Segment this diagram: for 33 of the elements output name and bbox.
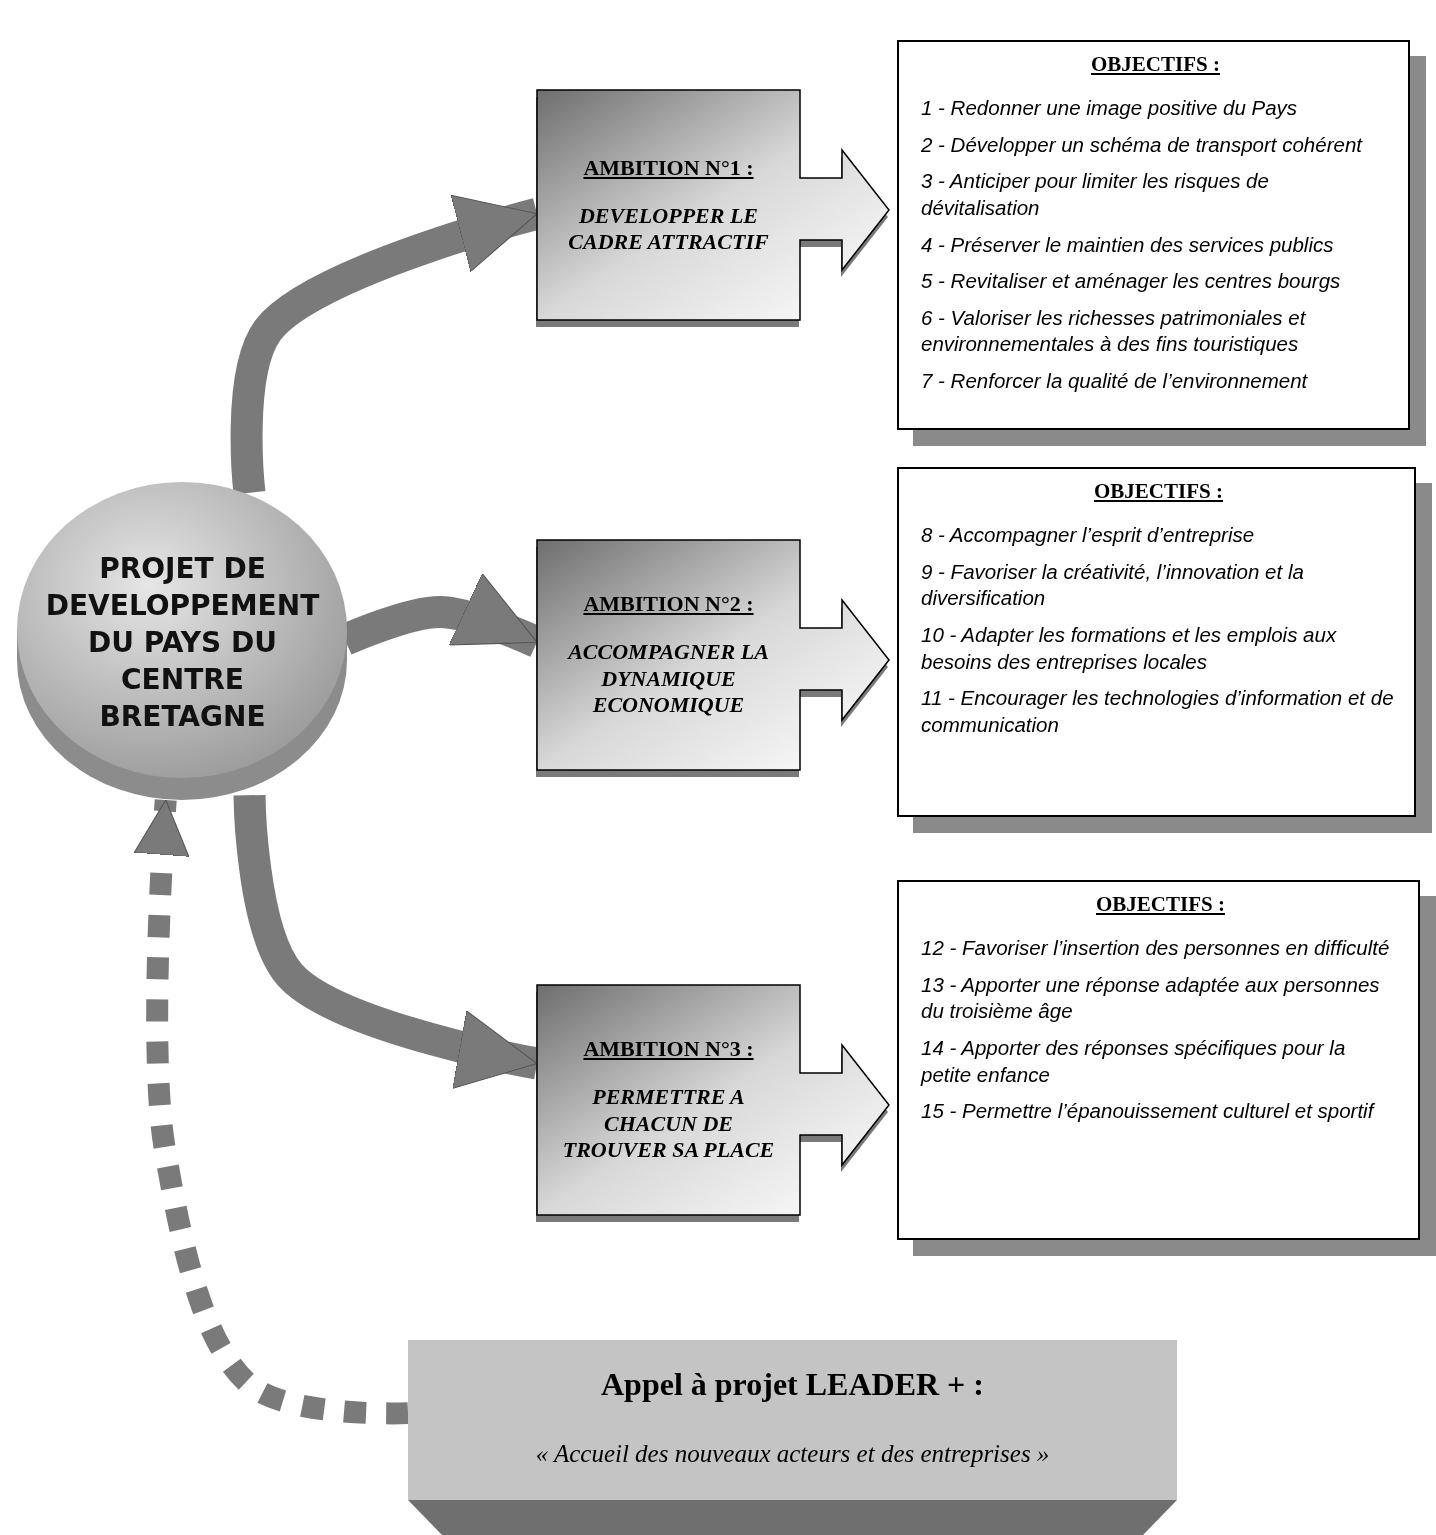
call-heading: Appel à projet LEADER + : <box>600 1366 985 1403</box>
objective-item: 8 - Accompagner l’esprit d’entreprise <box>921 522 1256 548</box>
objective-item: 1 - Redonner une image positive du Pays <box>921 95 1299 121</box>
ambition-heading: AMBITION N°3 : <box>583 1036 754 1063</box>
ambition-arrow-box <box>537 540 892 778</box>
objective-item: 7 - Renforcer la qualité de l’environnement <box>921 368 1309 395</box>
objective-item: 14 - Apporter des réponses spécifiques pour la petite enfance <box>921 1034 1347 1088</box>
ambition-arrow-box <box>537 90 892 328</box>
objective-item: 12 - Favoriser l’insertion des personnes en difficulté <box>921 935 1391 961</box>
call-subtitle: « Accueil des nouveaux acteurs et des entreprises » <box>534 1440 1051 1468</box>
objective-item: 10 - Adapter les formations et les emplois aux besoins des entreprises locales <box>921 621 1338 675</box>
objectives-heading: OBJECTIFS : <box>1095 892 1226 917</box>
dashed-arrow <box>133 799 409 1425</box>
objective-item: 5 - Revitaliser et aménager les centres bourgs <box>921 268 1342 295</box>
objective-item: 15 - Permettre l’épanouissement culturel et sportif <box>921 1098 1376 1125</box>
objective-item: 9 - Favoriser la créativité, l’innovation et la diversification <box>921 558 1305 612</box>
project-disc <box>15 480 350 800</box>
ambition-heading: AMBITION N°1 : <box>583 154 754 181</box>
objective-item: 2 - Développer un schéma de transport cohérent <box>921 131 1364 158</box>
call-for-projects-panel <box>408 1340 1177 1535</box>
ambition-heading: AMBITION N°2 : <box>583 591 754 618</box>
objective-item: 3 - Anticiper pour limiter les risques de dévitalisation <box>921 168 1270 221</box>
project-title: PROJET DE DEVELOPPEMENT DU PAYS DU CENTRE BRETAGNE <box>44 551 321 735</box>
ambition-title: ACCOMPAGNER LA DYNAMIQUE ECONOMIQUE <box>566 639 770 719</box>
ambition-arrow-box <box>537 985 892 1223</box>
ambition-title: PERMETTRE A CHACUN DE TROUVER SA PLACE <box>561 1084 776 1164</box>
ambition-title: DEVELOPPER LE CADRE ATTRACTIF <box>567 202 770 256</box>
objective-item: 13 - Apporter une réponse adaptée aux personnes du troisième âge <box>921 971 1381 1025</box>
objectives-heading: OBJECTIFS : <box>1093 479 1224 504</box>
objective-item: 11 - Encourager les technologies d’information et de communication <box>921 685 1395 738</box>
objectives-heading: OBJECTIFS : <box>1090 52 1221 77</box>
objective-item: 4 - Préserver le maintien des services publics <box>921 231 1335 258</box>
objective-item: 6 - Valoriser les richesses patrimoniales et environnementales à des fins touristiques <box>921 304 1307 358</box>
